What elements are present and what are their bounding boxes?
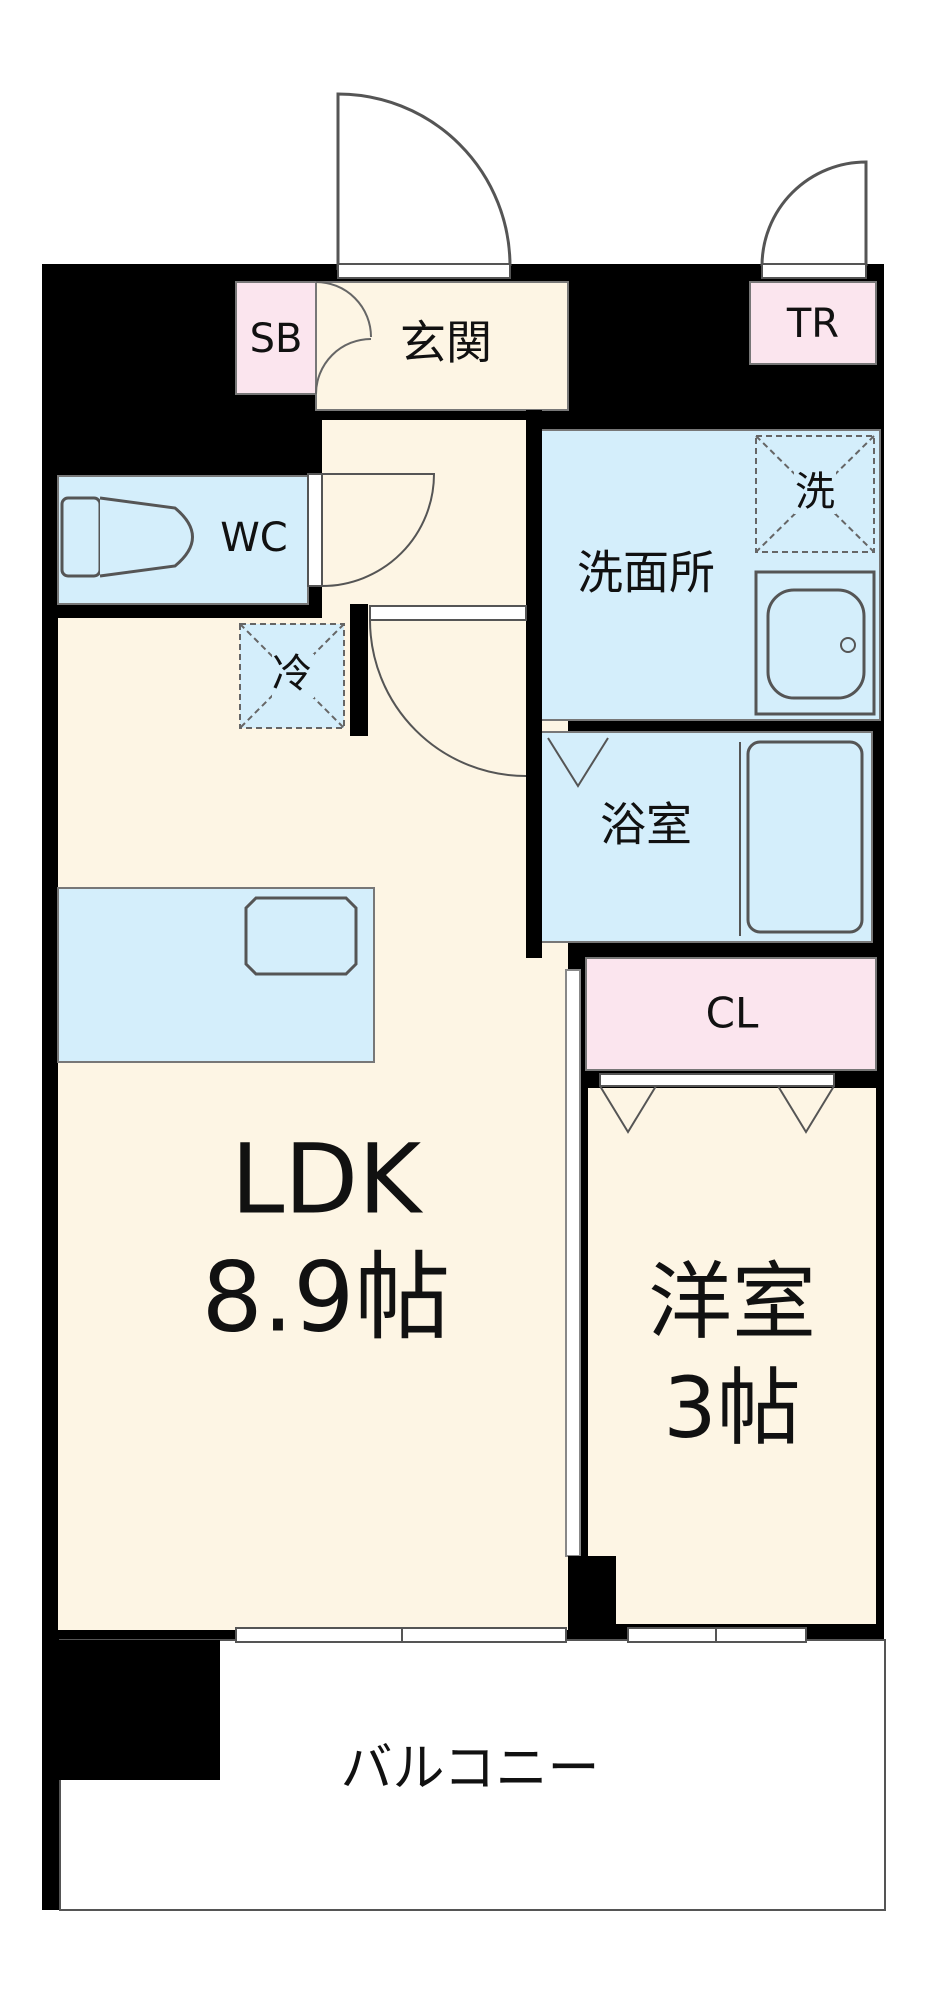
partition [526,410,542,958]
closet-cl [585,957,877,1071]
partition [350,604,368,736]
washroom-label: 洗面所 [577,546,715,600]
tr-door-icon [760,160,868,267]
washer-pan-icon [755,435,875,553]
cl-label: CL [706,989,759,1038]
wc-door-icon [321,473,436,587]
trunk-room [749,281,877,365]
fridge-icon [239,623,345,729]
stove-icon [244,896,358,976]
shoe-box [235,281,317,395]
sliding-door [565,969,581,1557]
balcony-label: バルコニー [341,1739,600,1799]
shoe-box-door-swing [315,281,372,395]
washer-label: 洗 [795,469,835,515]
western-size-label: 3帖 [663,1359,800,1457]
ldk-size-label: 8.9帖 [202,1241,451,1353]
ldk-name-label: LDK [231,1123,423,1235]
balcony-floor-mask [58,1640,220,1780]
entrance-door-icon [336,92,512,270]
washbasin-icon [754,570,876,716]
column [568,1556,616,1634]
toilet-icon [60,496,194,578]
fridge-label: 冷 [272,651,312,697]
bath-door-icon [547,737,609,788]
wc-label: WC [220,515,287,561]
bathtub-icon [746,740,864,934]
western-name-label: 洋室 [648,1253,816,1351]
genkan-floor [315,281,569,411]
tr-label: TR [786,301,839,347]
sb-label: SB [250,316,303,362]
ldk-door-icon [369,619,527,777]
closet-door-icon [599,1085,835,1134]
genkan-label: 玄関 [400,316,492,370]
western-room-floor [588,1088,876,1624]
bath-label: 浴室 [600,798,692,852]
